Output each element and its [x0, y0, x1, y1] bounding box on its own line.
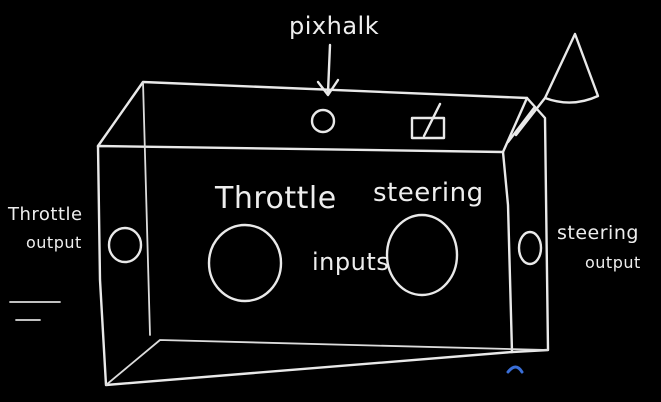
pixhalk-arrow [316, 43, 340, 97]
pixhalk-label: pixhalk [289, 12, 380, 40]
throttle-input-label: Throttle [215, 181, 337, 216]
pixhalk-led-icon [310, 108, 336, 134]
steering-output-label-line1: steering [557, 222, 639, 244]
throttle-output-hole [107, 226, 143, 264]
throttle-output-label-line1: Throttle [8, 204, 83, 225]
box-side-face [510, 96, 550, 354]
switch-icon [410, 102, 446, 140]
antenna-cone-icon [506, 32, 600, 144]
inputs-label: inputs [312, 248, 390, 276]
box-back-bottom-edge [105, 339, 549, 386]
steering-input-label: steering [373, 178, 484, 208]
box-top-face [96, 80, 529, 154]
corner-highlight [506, 365, 524, 374]
throttle-input-hole [207, 223, 283, 303]
box-back-vertical-edge [142, 81, 151, 336]
steering-output-hole [517, 230, 543, 266]
throttle-output-label-line2: output [26, 233, 82, 252]
steering-input-hole [385, 213, 459, 297]
steering-output-label-line2: output [585, 253, 641, 272]
